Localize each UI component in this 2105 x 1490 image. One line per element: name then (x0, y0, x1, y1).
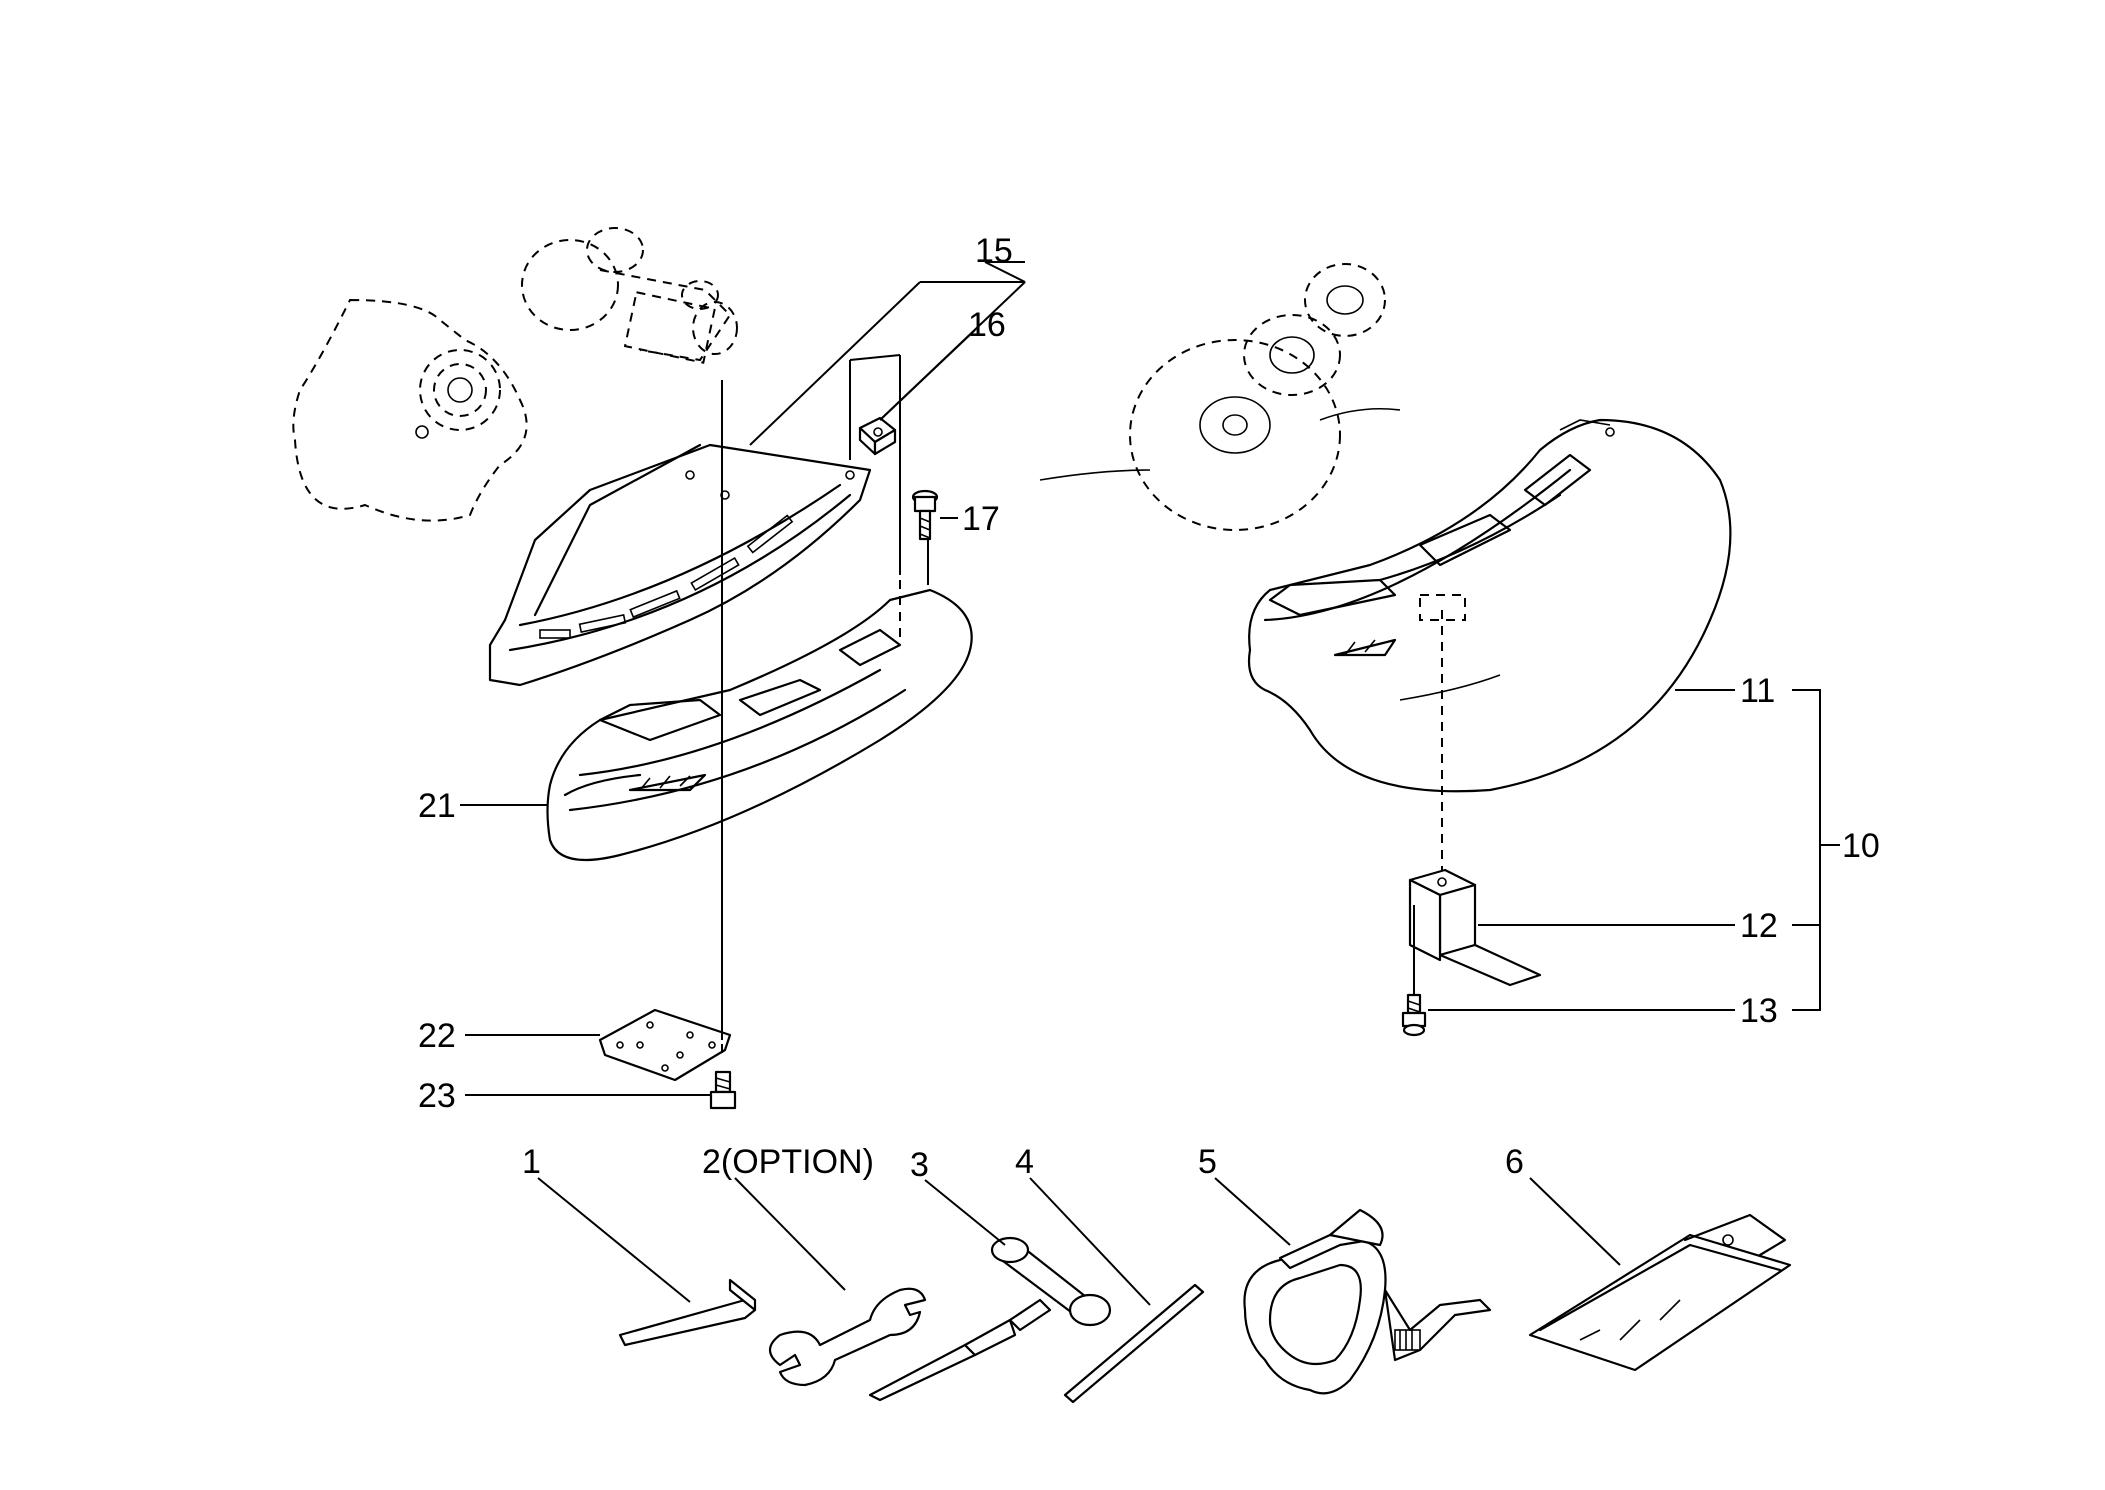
label-2: 2(OPTION) (702, 1143, 874, 1181)
part-4-rod (1063, 1283, 1205, 1404)
label-11: 11 (1740, 672, 1775, 710)
label-6: 6 (1505, 1143, 1524, 1181)
label-1: 1 (522, 1143, 541, 1181)
part-5-goggles (1243, 1208, 1492, 1395)
part-23-screw (709, 1070, 737, 1110)
part-2-wrench (768, 1287, 927, 1387)
left-gearcase-ghost (521, 227, 738, 364)
label-16: 16 (968, 306, 1006, 344)
label-17: 17 (962, 500, 1000, 538)
label-4: 4 (1015, 1143, 1034, 1181)
label-10: 10 (1842, 827, 1880, 865)
label-5: 5 (1198, 1143, 1217, 1181)
part-3-box-wrench (868, 1236, 1112, 1402)
label-12: 12 (1740, 907, 1778, 945)
label-22: 22 (418, 1017, 456, 1055)
part-12-bracket (1408, 868, 1542, 987)
part-13-screw (1401, 993, 1427, 1037)
left-assembly-lines (721, 354, 929, 1060)
part-1-hex-key (618, 1278, 757, 1347)
part-16-nut (858, 416, 897, 456)
leader-lines (460, 261, 1840, 1306)
label-23: 23 (418, 1077, 456, 1115)
part-17-bolt (911, 489, 939, 541)
label-15: 15 (975, 232, 1013, 270)
label-3: 3 (910, 1146, 929, 1184)
label-21: 21 (418, 787, 456, 825)
part-22-plate (598, 1008, 732, 1082)
part-15-guard-plate (488, 443, 872, 687)
right-blade-ghost (1039, 263, 1401, 531)
part-6-manual-bag (1528, 1213, 1792, 1372)
label-13: 13 (1740, 992, 1778, 1030)
part-11-right-guard (1247, 418, 1732, 793)
right-assembly-lines (1413, 610, 1443, 995)
left-cutter-blade-ghost (292, 298, 528, 522)
part-21-left-guard (546, 588, 973, 862)
part-labels: 15 16 17 21 22 23 11 10 12 13 1 2(OPTION… (418, 232, 1880, 1184)
